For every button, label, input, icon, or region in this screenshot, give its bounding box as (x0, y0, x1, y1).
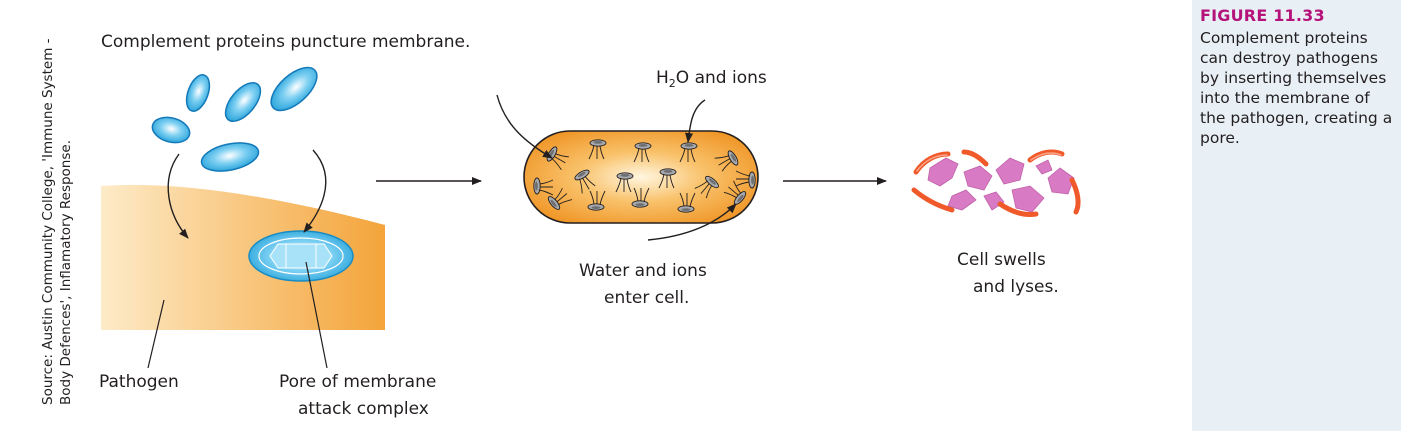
pore-label-line-2: attack complex (298, 399, 429, 419)
h2o-sub: 2 (669, 77, 676, 90)
pathogen-membrane (101, 184, 385, 330)
curved-arrow-icon (167, 153, 189, 239)
h2o-label: H2O and ions (656, 68, 767, 90)
figure-caption-panel: FIGURE 11.33 Complement proteins can des… (1192, 0, 1401, 431)
complement-protein-icon (151, 66, 318, 172)
membrane-pore-icon (248, 230, 354, 282)
figure-caption: Complement proteins can destroy pathogen… (1200, 29, 1393, 147)
h2o-rest: O and ions (676, 68, 767, 88)
h2o-h: H (656, 68, 669, 88)
curved-arrow-icon (496, 94, 553, 159)
lyse-label-line-1: Cell swells (957, 250, 1046, 270)
curved-arrow-icon (303, 149, 327, 233)
curved-arrow-icon (647, 203, 737, 241)
pathogen-label: Pathogen (99, 372, 179, 392)
water-label-line-1: Water and ions (579, 261, 707, 281)
pathogen-pointer (147, 299, 165, 369)
step1-title: Complement proteins puncture membrane. (101, 32, 470, 52)
source-line-2: Body Defences', Inflamatory Response. (58, 140, 74, 405)
water-label-line-2: enter cell. (604, 288, 689, 308)
figure-number: FIGURE 11.33 (1200, 6, 1325, 25)
curved-arrow-icon (685, 99, 706, 143)
complement-diagram: Source: Austin Community College, 'Immun… (40, 32, 1081, 419)
pore-label-line-1: Pore of membrane (279, 372, 436, 392)
swelling-cell (523, 130, 759, 224)
lysed-fragment-icon (911, 149, 1081, 217)
pore-pointer (305, 261, 328, 369)
source-line-1: Source: Austin Community College, 'Immun… (40, 38, 56, 405)
lyse-label-line-2: and lyses. (973, 277, 1059, 297)
